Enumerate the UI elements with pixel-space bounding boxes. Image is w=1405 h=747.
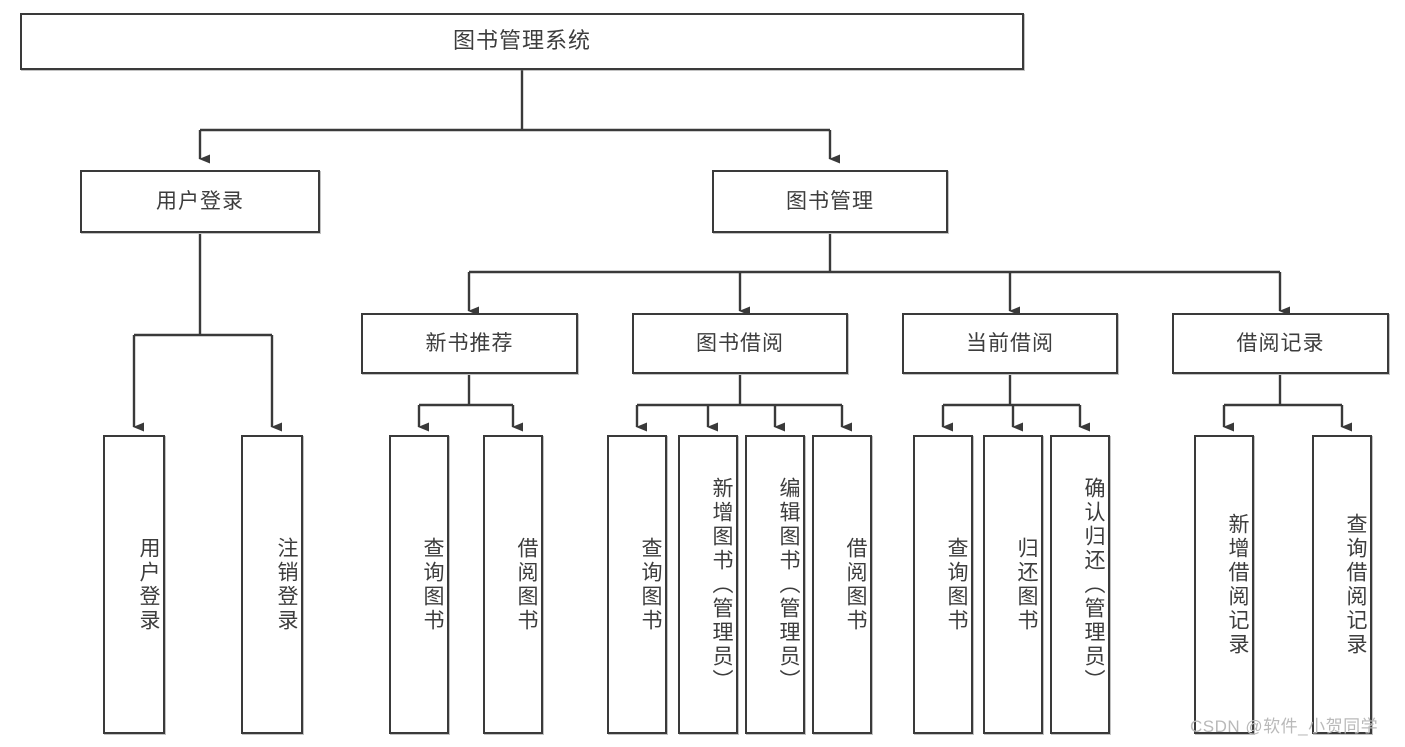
node-label: 借阅图书 [515, 536, 538, 633]
leaf-br-query-record[interactable]: 查询借阅记录 [1312, 435, 1372, 734]
node-label: 图书管理系统 [452, 28, 591, 54]
node-label: 新增图书（管理员） [710, 476, 733, 693]
node-label: 用户登录 [137, 536, 160, 633]
node-label: 归还图书 [1015, 536, 1038, 633]
node-label: 图书管理 [786, 189, 874, 213]
node-label: 当前借阅 [966, 331, 1054, 355]
watermark: CSDN @软件_小贺同学 [1190, 717, 1379, 736]
leaf-nb-borrow-book[interactable]: 借阅图书 [483, 435, 543, 734]
node-label: 查询图书 [639, 536, 662, 633]
node-label: 借阅记录 [1236, 331, 1325, 355]
leaf-bb-add-book-admin[interactable]: 新增图书（管理员） [678, 435, 738, 734]
leaf-cb-confirm-return-admin[interactable]: 确认归还（管理员） [1050, 435, 1110, 734]
node-user-login[interactable]: 用户登录 [80, 170, 320, 233]
node-label: 查询图书 [945, 536, 968, 633]
node-label: 新书推荐 [425, 331, 514, 355]
node-label: 查询图书 [421, 536, 444, 633]
node-book-borrowing[interactable]: 图书借阅 [632, 313, 848, 374]
node-label: 编辑图书（管理员） [777, 476, 800, 693]
node-current-borrowing[interactable]: 当前借阅 [902, 313, 1118, 374]
node-root-book-management-system[interactable]: 图书管理系统 [20, 13, 1024, 70]
leaf-br-add-record[interactable]: 新增借阅记录 [1194, 435, 1254, 734]
node-book-management[interactable]: 图书管理 [712, 170, 948, 233]
node-borrowing-record[interactable]: 借阅记录 [1172, 313, 1389, 374]
node-label: 借阅图书 [844, 536, 867, 633]
node-new-book-recommendation[interactable]: 新书推荐 [361, 313, 578, 374]
leaf-nb-query-book[interactable]: 查询图书 [389, 435, 449, 734]
leaf-user-login[interactable]: 用户登录 [103, 435, 165, 734]
node-label: 确认归还（管理员） [1082, 476, 1105, 693]
leaf-cb-query-book[interactable]: 查询图书 [913, 435, 973, 734]
node-label: 注销登录 [275, 536, 298, 633]
node-label: 新增借阅记录 [1226, 512, 1249, 657]
leaf-bb-query-book[interactable]: 查询图书 [607, 435, 667, 734]
node-label: 用户登录 [156, 189, 244, 213]
leaf-cb-return-book[interactable]: 归还图书 [983, 435, 1043, 734]
node-label: 查询借阅记录 [1344, 512, 1367, 657]
node-label: 图书借阅 [696, 331, 784, 355]
leaf-logout[interactable]: 注销登录 [241, 435, 303, 734]
leaf-bb-edit-book-admin[interactable]: 编辑图书（管理员） [745, 435, 805, 734]
leaf-bb-borrow-book[interactable]: 借阅图书 [812, 435, 872, 734]
